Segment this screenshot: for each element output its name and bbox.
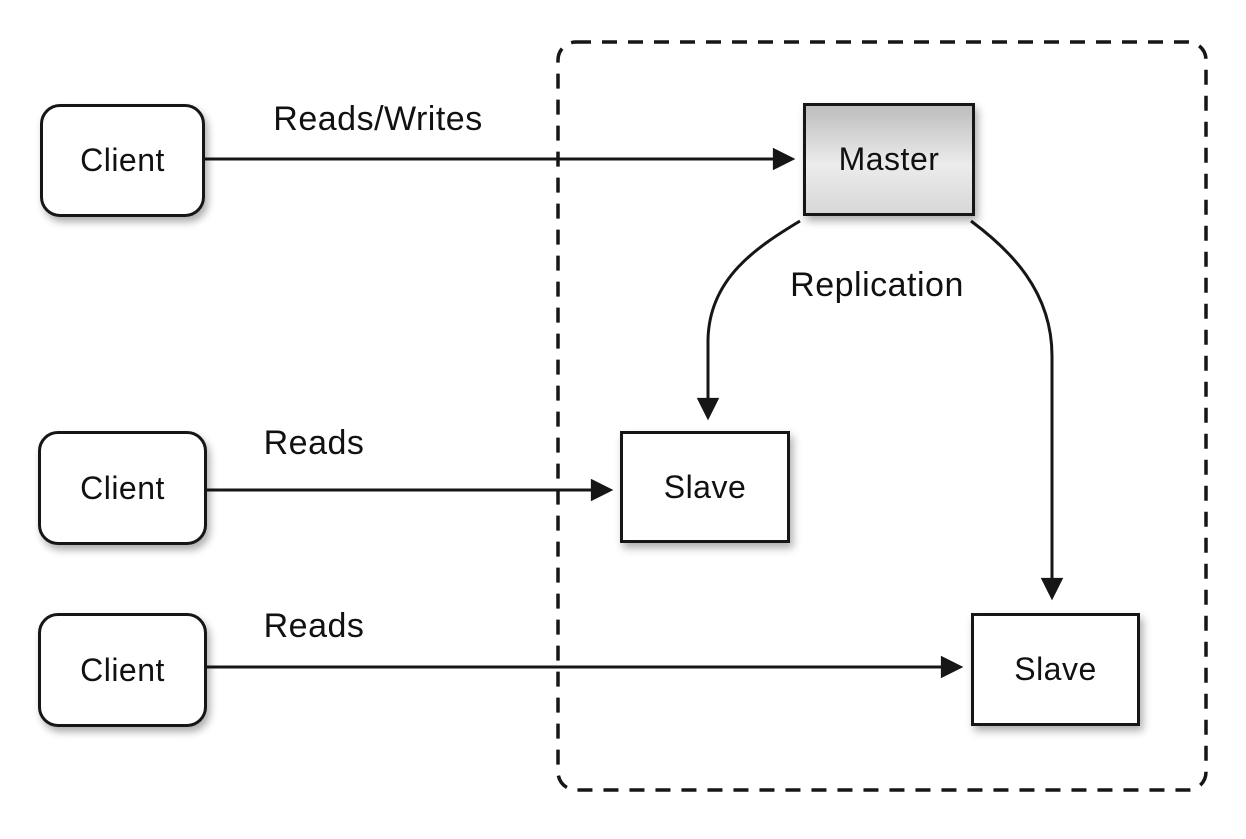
node-master: Master (803, 103, 975, 216)
node-client-3-label: Client (80, 651, 165, 688)
node-client-1: Client (40, 104, 205, 217)
server-group-dashed-boundary (556, 40, 1208, 792)
edge-master-to-slave1 (696, 219, 801, 421)
edge-label-replication: Replication (790, 266, 964, 304)
node-client-2: Client (38, 431, 207, 545)
edge-label-reads-mid: Reads (263, 424, 365, 462)
node-slave-1: Slave (620, 431, 790, 543)
edge-master-to-slave2 (970, 219, 1064, 601)
node-client-2-label: Client (80, 469, 165, 506)
node-slave-2: Slave (971, 613, 1140, 726)
node-slave-2-label: Slave (1014, 651, 1097, 687)
node-master-label: Master (838, 141, 940, 177)
node-client-1-label: Client (80, 142, 165, 178)
edge-label-reads-writes: Reads/Writes (273, 100, 483, 138)
node-slave-1-label: Slave (663, 468, 747, 505)
node-client-3: Client (38, 613, 207, 727)
edge-label-reads-bottom: Reads (263, 607, 365, 645)
